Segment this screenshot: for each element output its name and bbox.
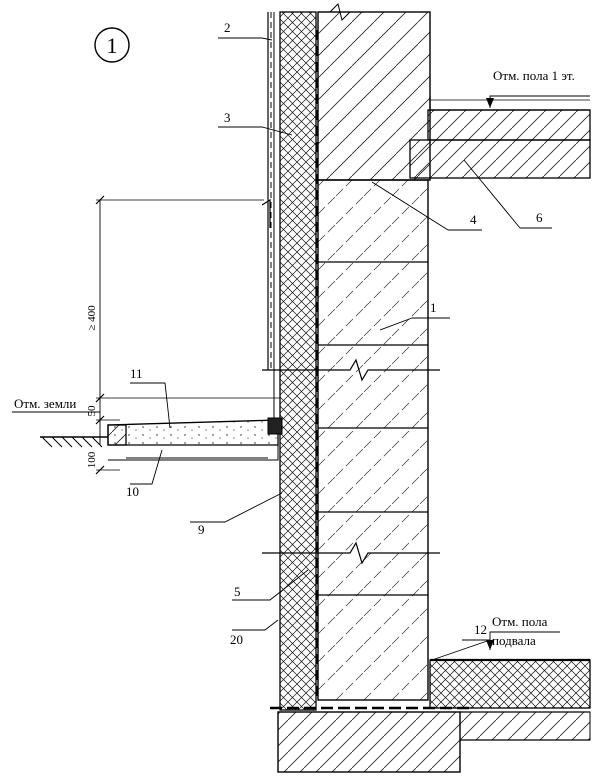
level-basement-line1: Отм. пола <box>492 614 548 629</box>
dimension-height-min: ≥ 400 <box>86 305 98 331</box>
floor-slab <box>409 96 591 179</box>
callout-9: 9 <box>198 522 205 537</box>
ground-line <box>40 436 268 459</box>
dimension-lines <box>95 195 280 475</box>
block-wall <box>317 179 429 701</box>
level-arrow-basement <box>486 640 494 650</box>
foundation <box>270 658 591 773</box>
dimension-blind-area: 100 <box>86 451 98 468</box>
break-lines <box>262 3 440 565</box>
callout-11: 11 <box>130 366 143 381</box>
dimension-gap: 50 <box>86 405 98 417</box>
level-ground: Отм. земли <box>14 396 76 411</box>
facade-cladding <box>261 12 275 420</box>
callout-4: 4 <box>470 212 477 227</box>
detail-number: 1 <box>107 33 118 58</box>
callout-5: 5 <box>234 584 241 599</box>
callout-3: 3 <box>224 110 231 125</box>
callout-20: 20 <box>230 632 243 647</box>
level-basement-line2: подвала <box>492 633 536 648</box>
insulation-layer <box>279 11 317 711</box>
callout-10: 10 <box>126 484 139 499</box>
callout-1: 1 <box>430 300 437 315</box>
level-floor-1: Отм. пола 1 эт. <box>493 68 575 83</box>
callout-6: 6 <box>536 210 543 225</box>
detail-marker: 1 <box>94 27 130 63</box>
level-arrow-floor-1 <box>486 98 494 108</box>
callout-2: 2 <box>224 20 231 35</box>
blind-area <box>107 417 283 461</box>
callout-12: 12 <box>474 622 487 637</box>
